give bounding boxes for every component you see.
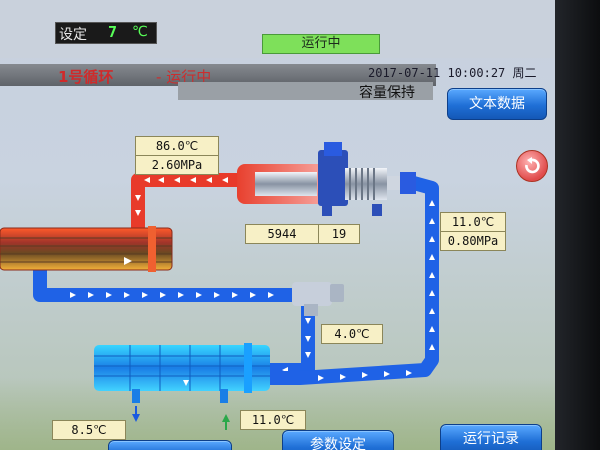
hmi-screen: 设定 7 ℃ 运行中 1号循环 - 运行中 2017-07-11 10:00:2…: [0, 0, 555, 450]
setpoint-unit: ℃: [132, 24, 148, 40]
compressor-speed-box: 5944: [245, 224, 319, 244]
monitor-bezel: [555, 0, 600, 450]
chilled-in-temp-box: 11.0℃: [240, 410, 306, 430]
top-status-bar: 设定 7 ℃ 运行中: [0, 0, 555, 58]
back-button[interactable]: [516, 150, 548, 182]
bottom-left-button[interactable]: [108, 440, 232, 450]
circuit-title-bar: 1号循环 - 运行中: [0, 64, 436, 86]
setpoint-value: 7: [108, 23, 118, 41]
setpoint-display: 设定 7 ℃: [55, 22, 157, 44]
circuit-name: 1号循环: [58, 68, 114, 86]
param-settings-button[interactable]: 参数设定: [282, 430, 394, 450]
mode-text: 容量保持: [359, 85, 415, 101]
water-out-arrow-icon: [132, 406, 140, 422]
circuit-state: - 运行中: [156, 66, 211, 87]
liquid-flow-arrows: [70, 292, 311, 373]
evaporator: [94, 343, 270, 403]
suction-temp-box: 11.0℃: [440, 212, 506, 232]
valve-outlet-temp-box: 4.0℃: [321, 324, 383, 344]
text-data-button[interactable]: 文本数据: [447, 88, 547, 120]
discharge-pipe: [131, 173, 245, 230]
discharge-pressure-box: 2.60MPa: [135, 155, 219, 175]
run-status-badge: 运行中: [262, 34, 380, 54]
suction-line: [270, 175, 439, 385]
flow-arrow-icon: [124, 257, 132, 265]
circuit-state-text: 运行中: [166, 68, 212, 86]
discharge-flow-arrows: [135, 177, 228, 216]
run-log-button[interactable]: 运行记录: [440, 424, 542, 450]
circuit-separator: -: [156, 68, 167, 86]
water-in-arrow-icon: [222, 414, 230, 430]
back-arrow-icon: [525, 157, 540, 174]
setpoint-label: 设定: [59, 27, 87, 43]
mode-bar: 容量保持: [178, 82, 433, 101]
condenser: [0, 226, 173, 272]
expansion-valve: [292, 282, 344, 316]
chilled-out-temp-box: 8.5℃: [52, 420, 126, 440]
suction-flow-arrows: [318, 200, 435, 381]
discharge-temp-box: 86.0℃: [135, 136, 219, 156]
suction-pressure-box: 0.80MPa: [440, 231, 506, 251]
datetime-display: 2017-07-11 10:00:27 周二: [368, 66, 537, 80]
compressor: [237, 142, 416, 216]
refrigeration-diagram: [0, 142, 439, 430]
compressor-index-box: 19: [318, 224, 360, 244]
